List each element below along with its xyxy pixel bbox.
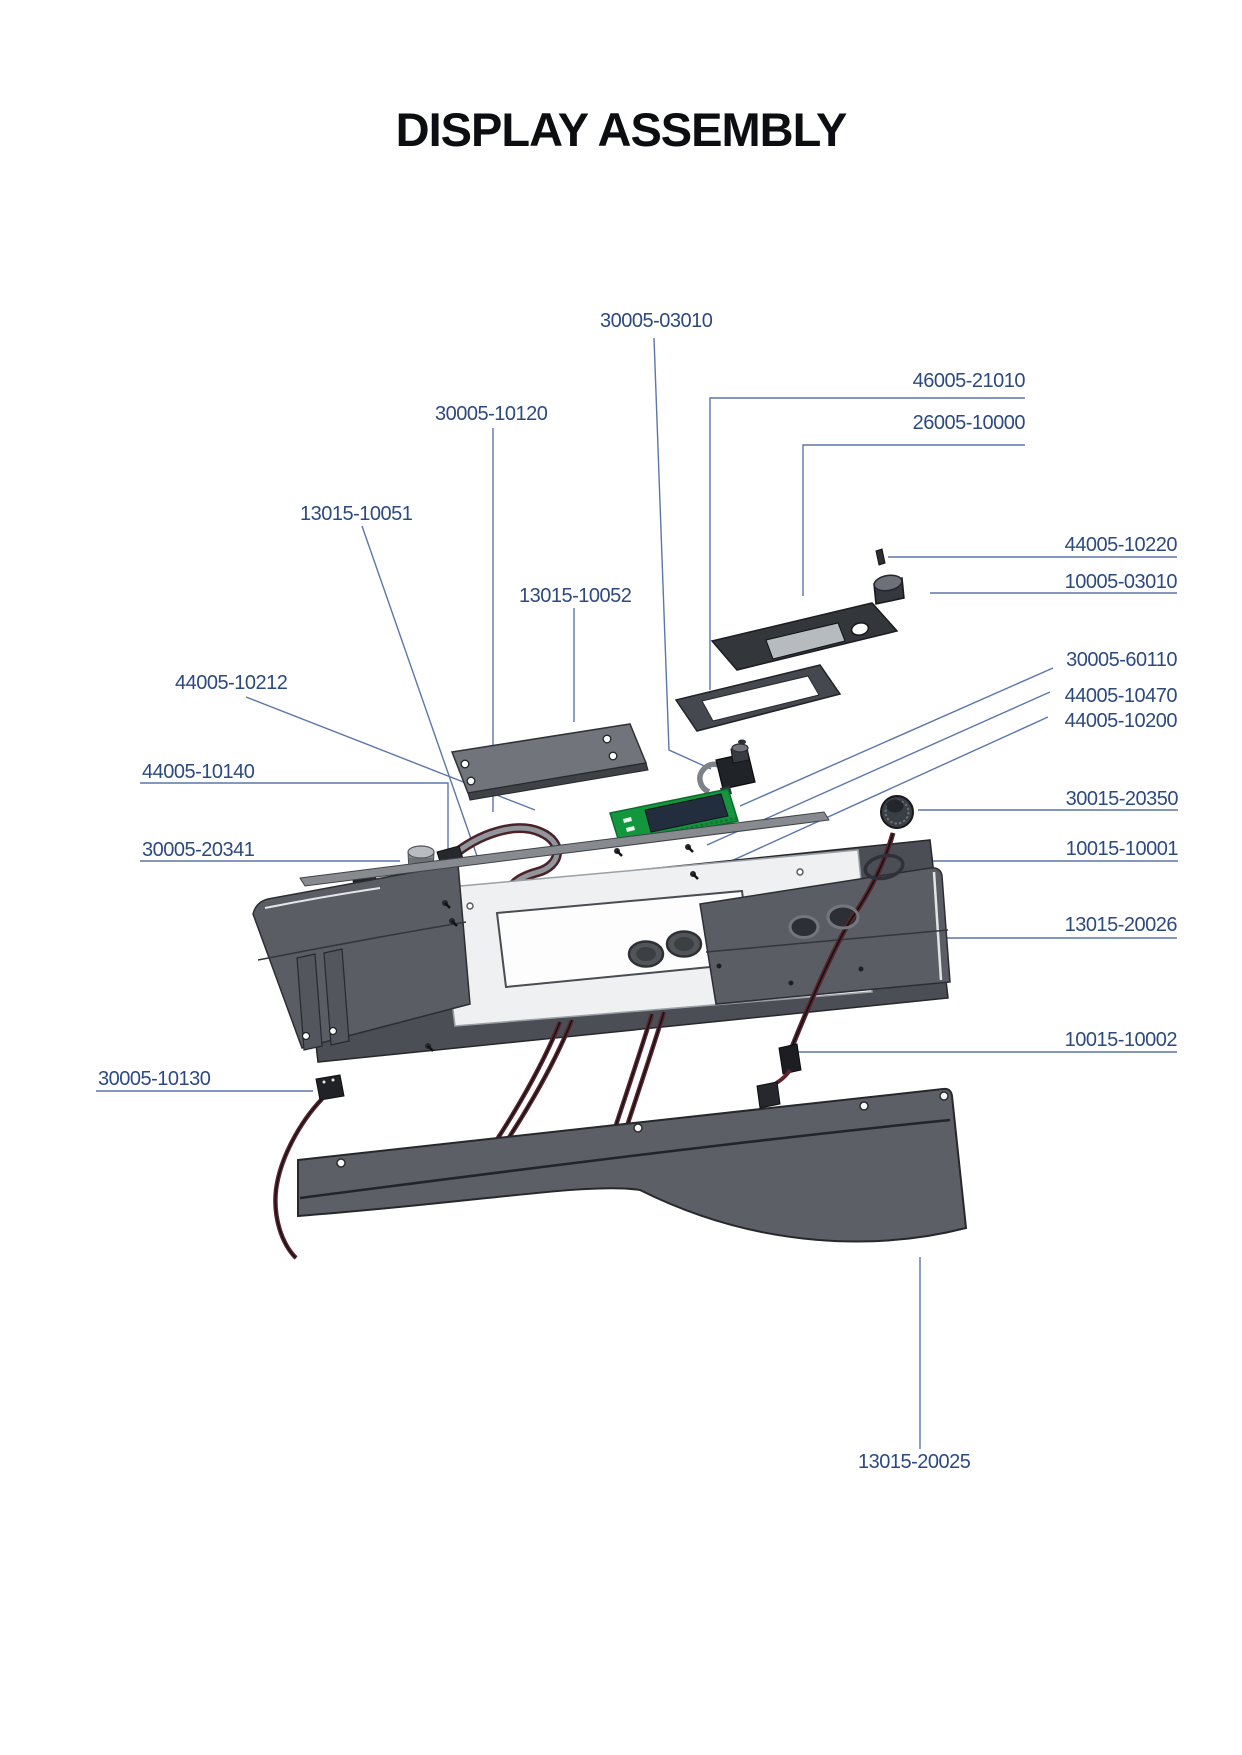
label-30005-20341: 30005-20341: [142, 839, 255, 861]
console-cover-left: [252, 863, 471, 1051]
pulse-knob-cable: [756, 795, 914, 1109]
label-46005-21010: 46005-21010: [912, 370, 1026, 392]
label-30015-20350: 30015-20350: [1065, 788, 1179, 810]
label-44005-10212: 44005-10212: [175, 672, 288, 694]
label-10015-10001: 10015-10001: [1065, 838, 1179, 860]
label-13015-10052: 13015-10052: [519, 585, 632, 607]
screws: [425, 844, 699, 1052]
label-30005-60110: 30005-60110: [1066, 649, 1177, 671]
trim-strip: [299, 811, 830, 887]
display-pcb: [609, 788, 739, 846]
leader-13015-10051: [361, 525, 478, 857]
overlay-lcd-window: [765, 622, 846, 660]
display-overlay-plate: [710, 602, 899, 671]
pcb-lcd-screen: [644, 793, 729, 833]
pin-fastener: [875, 548, 886, 566]
sensor-assembly: [697, 739, 756, 796]
leader-44005-10200: [706, 716, 1049, 873]
bottom-cover-panel: [297, 1087, 968, 1243]
power-cable: [273, 1074, 345, 1260]
overlay-round-hole: [850, 622, 870, 636]
label-30005-10130: 30005-10130: [98, 1068, 211, 1090]
label-30005-03010: 30005-03010: [600, 310, 713, 332]
page-title: DISPLAY ASSEMBLY: [395, 103, 848, 156]
label-44005-10220: 44005-10220: [1064, 534, 1178, 556]
display-bezel-frame: [674, 664, 842, 732]
label-44005-10200: 44005-10200: [1064, 710, 1178, 732]
label-10015-10002: 10015-10002: [1064, 1029, 1178, 1051]
label-13015-20026: 13015-20026: [1064, 914, 1178, 936]
leader-30005-03010: [653, 337, 712, 770]
label-13015-10051: 13015-10051: [300, 503, 413, 525]
label-30005-10120: 30005-10120: [435, 403, 548, 425]
leader-46005-21010: [709, 397, 1025, 690]
round-cap: [873, 574, 905, 605]
leader-26005-10000: [802, 444, 1025, 596]
mounting-bracket-plate: [450, 723, 649, 801]
label-44005-10470: 44005-10470: [1064, 685, 1178, 707]
leader-30005-60110: [739, 667, 1054, 807]
cup-holder-rings: [627, 930, 703, 968]
label-44005-10140: 44005-10140: [142, 761, 255, 783]
label-13015-20025: 13015-20025: [858, 1451, 971, 1473]
label-10005-03010: 10005-03010: [1064, 571, 1178, 593]
label-26005-10000: 26005-10000: [912, 412, 1026, 434]
